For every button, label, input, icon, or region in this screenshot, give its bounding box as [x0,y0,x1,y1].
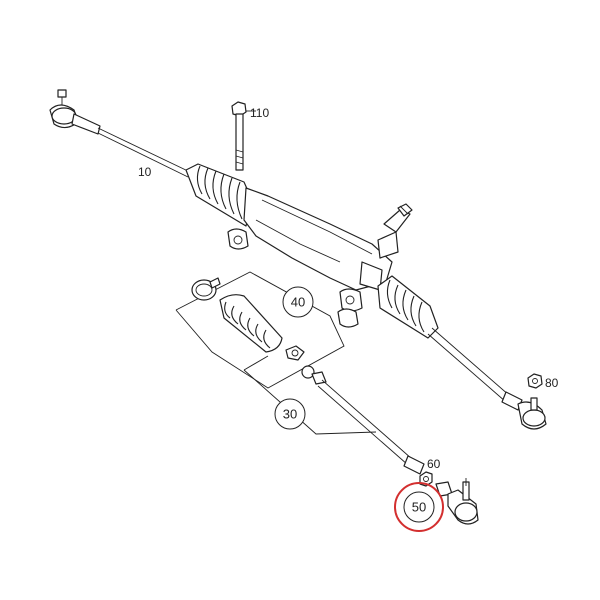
label-part-110: 110 [250,106,269,120]
tie-rod-end-50 [435,478,479,525]
callout-circle-40: 40 [282,286,314,318]
clip [285,345,305,361]
label-part-50: 50 [412,500,426,515]
label-part-30: 30 [283,407,297,422]
inner-tie-rod-30 [301,365,425,475]
right-tie-rod-assembly [427,327,547,430]
label-part-10: 10 [138,165,152,179]
nut-80 [527,373,543,389]
left-tie-rod-assembly [49,89,191,178]
boot-40 [219,294,283,353]
group-outline-40 [175,271,345,389]
rack-housing [227,187,393,328]
label-part-60: 60 [427,457,441,471]
label-part-40: 40 [291,295,305,310]
group-outline-30 [243,355,377,435]
rack-left-boot [185,163,253,227]
pinion-shaft [377,203,413,259]
callout-circle-50: 50 [394,482,444,532]
boot-clamp [191,277,221,301]
rack-right-boot [377,275,439,339]
label-part-80: 80 [545,376,559,390]
bolt-110 [231,101,256,171]
callout-circle-30: 30 [274,398,306,430]
